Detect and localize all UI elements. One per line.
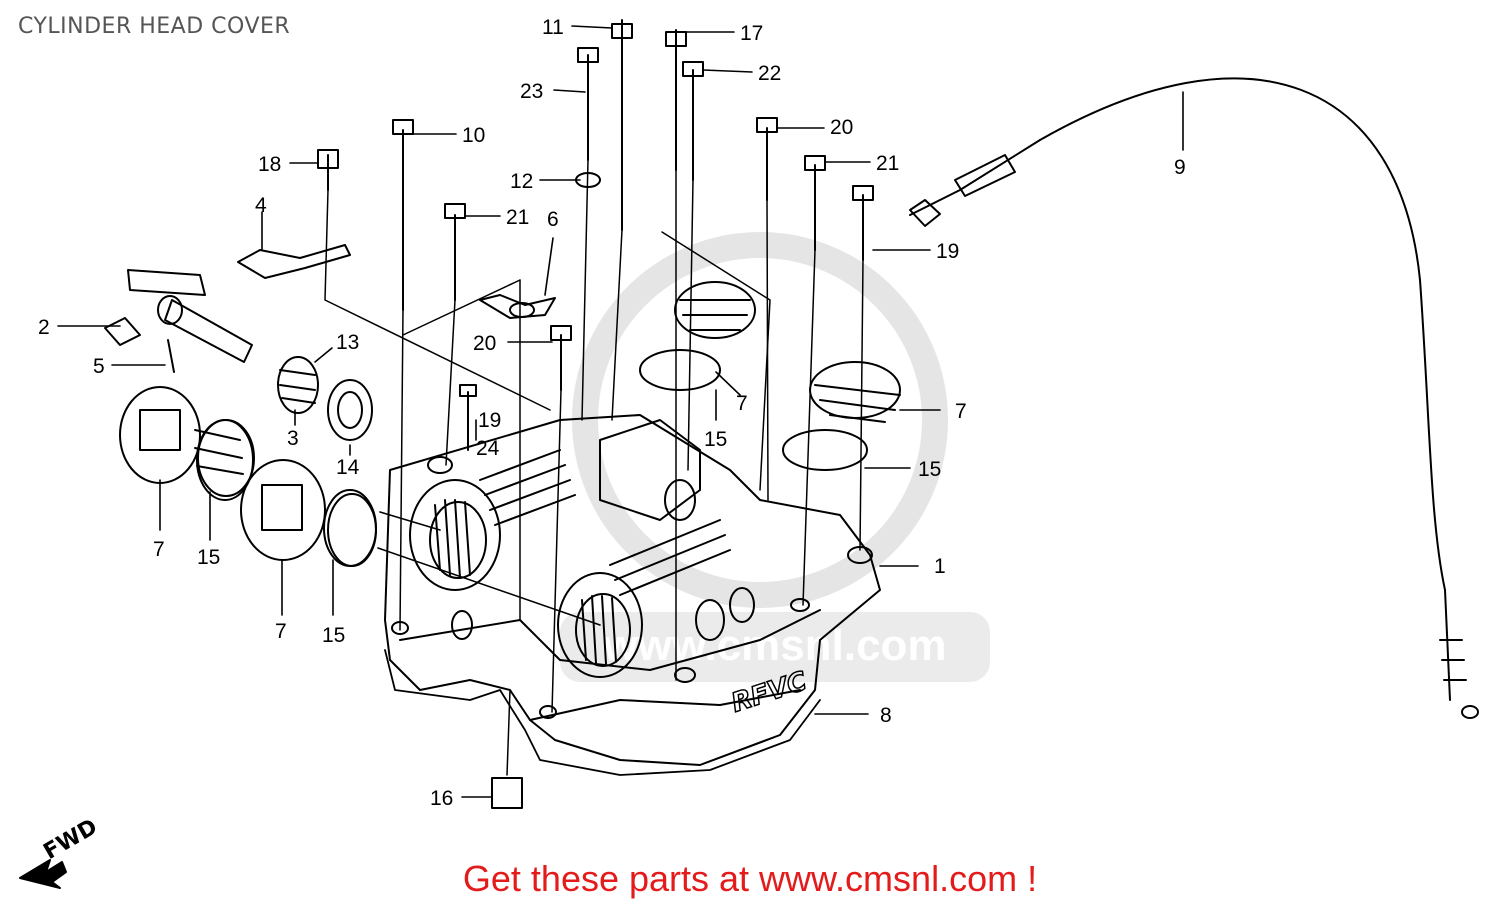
callout-15: 15: [918, 458, 941, 481]
callout-20: 20: [830, 116, 853, 139]
callout-15: 15: [322, 624, 345, 647]
callout-1: 1: [934, 555, 946, 578]
decompressor-shaft: [104, 269, 253, 363]
callout-22: 22: [758, 62, 781, 85]
spring: [277, 356, 319, 414]
callout-7: 7: [275, 620, 287, 643]
dowel: [491, 777, 523, 809]
cap-top: [639, 281, 756, 391]
callout-23: 23: [520, 80, 543, 103]
callout-6: 6: [547, 208, 559, 231]
cap-left-1: [119, 386, 254, 501]
callout-21: 21: [876, 152, 899, 175]
o-ring: [197, 419, 255, 497]
callout-5: 5: [93, 355, 105, 378]
decompressor-cable: [909, 77, 1479, 719]
cap-right: [782, 361, 901, 471]
diagram-title: CYLINDER HEAD COVER: [18, 14, 291, 39]
callout-8: 8: [880, 704, 892, 727]
callout-13: 13: [336, 331, 359, 354]
pin: [167, 339, 175, 373]
clip: [479, 294, 556, 319]
callout-14: 14: [336, 456, 360, 479]
callout-7: 7: [736, 392, 748, 415]
callout-15: 15: [704, 428, 727, 451]
callout-12: 12: [510, 170, 533, 193]
leader-lines: [57, 25, 1184, 798]
callout-9: 9: [1174, 156, 1186, 179]
watermark-text: www.cmsnl.com: [602, 621, 946, 670]
fwd-arrow: [19, 859, 67, 889]
bearing: [327, 379, 373, 441]
callouts: 11 17 22 23 10 20 21 18 12 4 21 6 19 2 2…: [38, 16, 1186, 810]
callout-15: 15: [197, 546, 220, 569]
callout-18: 18: [258, 153, 281, 176]
callout-19: 19: [478, 409, 501, 432]
callout-3: 3: [287, 427, 299, 450]
callout-11: 11: [542, 16, 564, 39]
assembly-lines: [324, 159, 864, 776]
callout-10: 10: [462, 124, 485, 147]
callout-19: 19: [936, 240, 959, 263]
footer-link[interactable]: Get these parts at www.cmsnl.com !: [462, 858, 1038, 899]
callout-20: 20: [473, 332, 496, 355]
callout-4: 4: [255, 194, 267, 217]
callout-16: 16: [430, 787, 453, 810]
callout-2: 2: [38, 316, 50, 339]
callout-7: 7: [153, 538, 165, 561]
callout-17: 17: [740, 22, 763, 45]
callout-24: 24: [476, 437, 500, 460]
callout-7: 7: [955, 400, 967, 423]
gasket: [384, 649, 821, 776]
o-ring: [327, 493, 377, 567]
bracket: [237, 244, 351, 279]
callout-21: 21: [506, 206, 529, 229]
bolts: [317, 19, 874, 451]
